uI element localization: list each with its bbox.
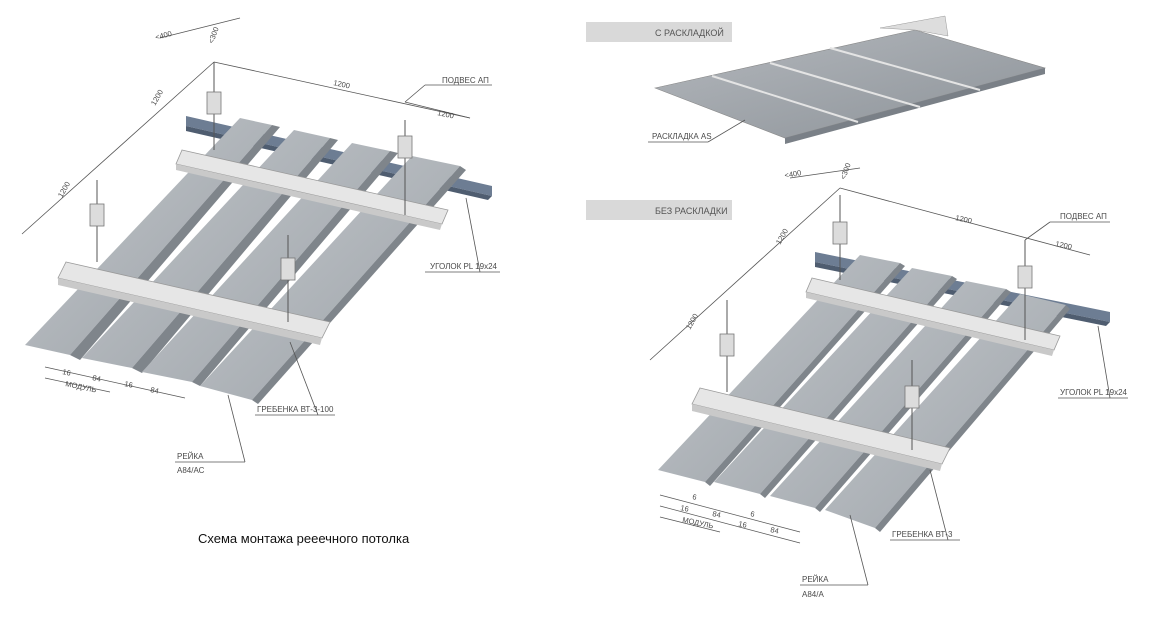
label-rail-code-left: А84/АС — [177, 466, 205, 475]
hanger-right-4 — [904, 360, 920, 450]
dimensions-right — [649, 167, 1091, 361]
dim-16b-left: 16 — [124, 379, 134, 390]
header-bg-with-insert — [586, 22, 732, 42]
dim-16b-right: 16 — [738, 519, 748, 530]
dim-84b-right: 84 — [770, 525, 780, 536]
dim-84a-right: 84 — [712, 509, 722, 520]
insert-strips — [711, 47, 981, 123]
dim-1200-side-left: 1200 — [56, 180, 72, 199]
dim-lt400-right: <400 — [784, 168, 802, 180]
dim-16a-left: 16 — [62, 367, 72, 378]
left-assembly: <400 <300 1200 1200 1200 1200 ПОДВЕС АП … — [21, 17, 500, 475]
label-comb-right: ГРЕБЕНКА ВТ-3 — [892, 530, 953, 539]
hanger-left-2 — [397, 120, 413, 215]
label-hanger-left: ПОДВЕС АП — [442, 76, 489, 85]
module-dims-left — [44, 366, 186, 399]
label-hanger-right: ПОДВЕС АП — [1060, 212, 1107, 221]
label-comb-left: ГРЕБЕНКА ВТ-3-100 — [257, 405, 334, 414]
header-without-insert: БЕЗ РАСКЛАДКИ — [655, 206, 728, 216]
module-dims-right — [659, 494, 801, 544]
dim-1200-right-left: 1200 — [437, 108, 455, 120]
label-rail-name-right: РЕЙКА — [802, 575, 829, 584]
comb-upper-left — [175, 149, 449, 230]
dim-84a-left: 84 — [92, 373, 102, 384]
dim-1200-right-right: 1200 — [1055, 239, 1073, 251]
comb-lower-right — [691, 387, 951, 471]
dim-module-right: МОДУЛЬ — [682, 515, 715, 530]
hanger-right-2 — [1017, 240, 1033, 340]
label-angle-left: УГОЛОК PL 19x24 — [430, 262, 498, 271]
header-bg-without-insert — [586, 200, 732, 220]
comb-lower-left — [57, 261, 331, 345]
dim-1200-diag-left: 1200 — [149, 88, 165, 107]
hanger-right-1 — [832, 195, 848, 280]
dim-1200-side-right: 1200 — [684, 312, 700, 331]
dim-6a-right: 6 — [692, 492, 698, 502]
dim-lt300-right: <300 — [838, 162, 852, 181]
dim-1200-top-right: 1200 — [955, 213, 973, 225]
hanger-left-3 — [89, 180, 105, 262]
right-top-assembly: С РАСКЛАДКОЙ РАСКЛАДКА AS — [586, 15, 1047, 144]
dim-lt400-left: <400 — [154, 29, 173, 42]
dim-1200-diag-right: 1200 — [774, 227, 790, 246]
label-rail-name-left: РЕЙКА — [177, 452, 204, 461]
dim-6b-right: 6 — [750, 509, 756, 519]
dim-84b-left: 84 — [150, 385, 160, 396]
rail-slats-right — [658, 255, 1070, 532]
label-rail-code-right: А84/А — [802, 590, 824, 599]
label-insert: РАСКЛАДКА AS — [652, 132, 712, 141]
dim-16a-right: 16 — [680, 503, 690, 514]
comb-upper-right — [805, 277, 1061, 356]
diagram-caption: Схема монтажа рееечного потолка — [198, 531, 410, 546]
rail-slats-left — [25, 118, 466, 404]
header-with-insert: С РАСКЛАДКОЙ — [655, 27, 724, 38]
hanger-left-4 — [280, 235, 296, 322]
dim-1200-top-left: 1200 — [333, 78, 351, 90]
hanger-right-3 — [719, 300, 735, 392]
hanger-left-1 — [206, 62, 222, 150]
label-angle-right: УГОЛОК PL 19x24 — [1060, 388, 1128, 397]
leader-hanger-left — [404, 84, 426, 103]
dim-lt300-left: <300 — [206, 26, 220, 45]
dimensions-left — [21, 17, 471, 235]
right-bottom-assembly: БЕЗ РАСКЛАДКИ — [586, 162, 1128, 599]
